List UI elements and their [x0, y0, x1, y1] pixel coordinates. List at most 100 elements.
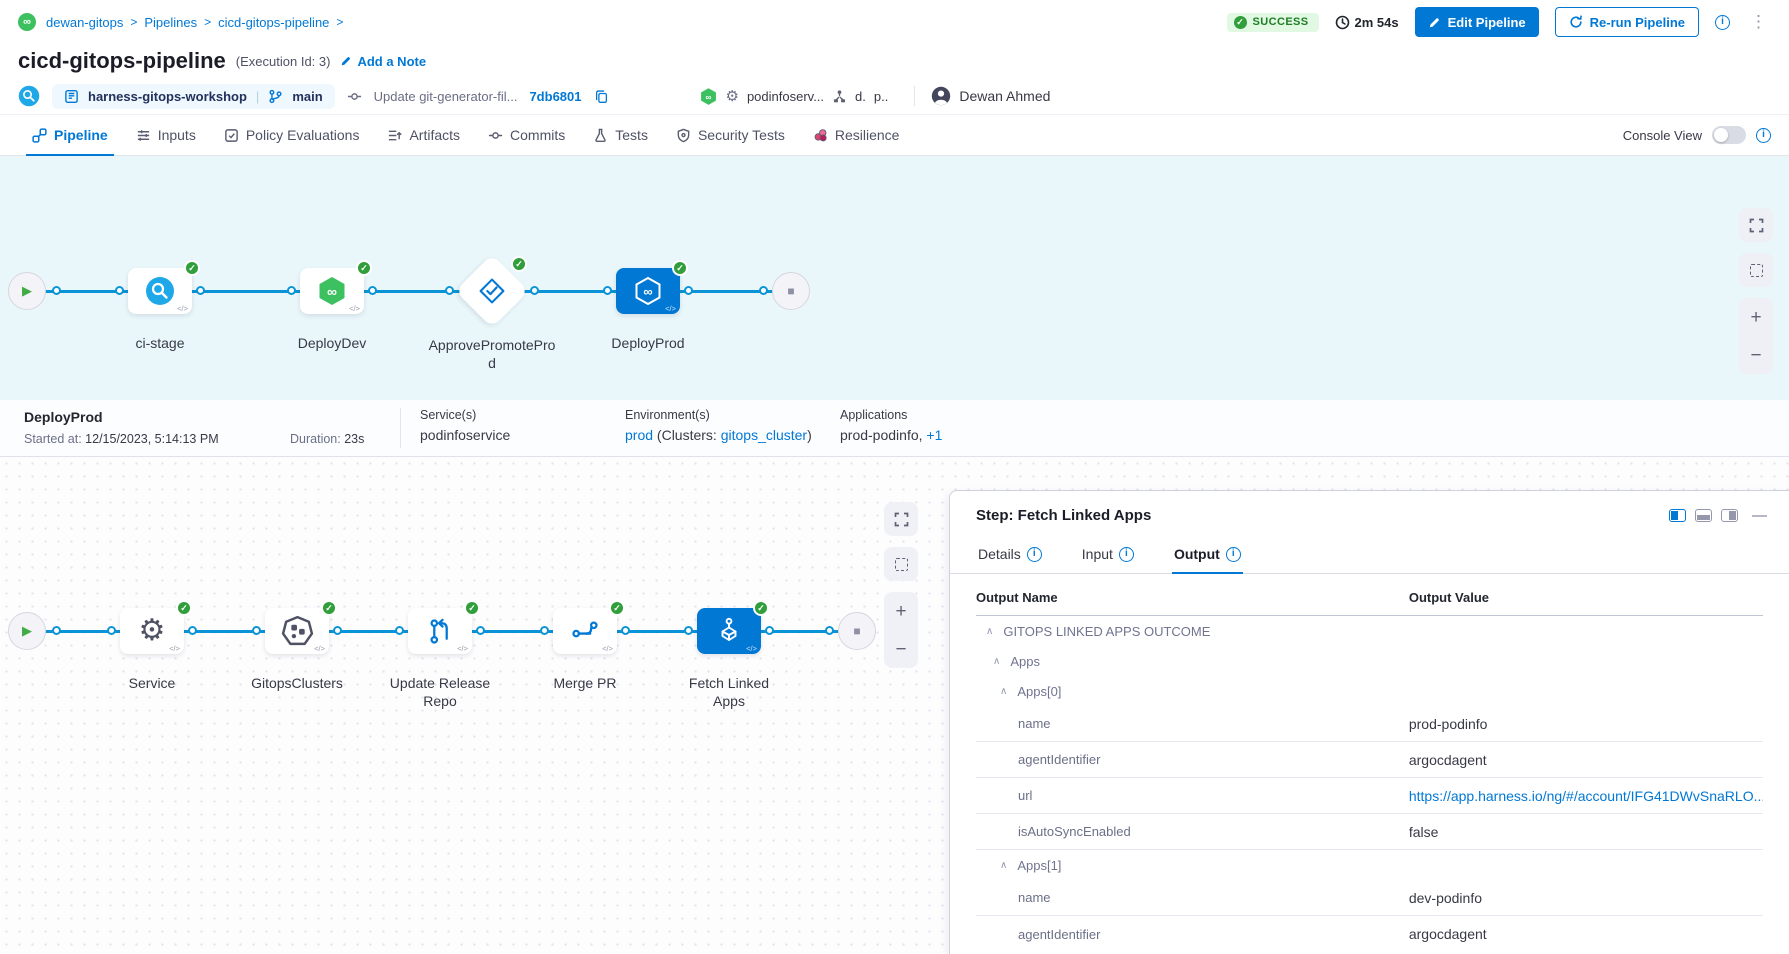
- tab-security-tests[interactable]: Security Tests: [662, 115, 799, 155]
- title-row: cicd-gitops-pipeline (Execution Id: 3) A…: [0, 44, 1789, 78]
- step-node-gitopsclusters[interactable]: </> ✓ GitopsClusters: [251, 600, 343, 691]
- service-gear-icon: ⚙: [725, 88, 739, 105]
- stage-graph-canvas[interactable]: ▶ </> ✓ ci-stage ∞: [0, 156, 1789, 400]
- stage-node-deploydev[interactable]: ∞ </> ✓ DeployDev: [287, 260, 377, 351]
- update-repo-icon: [429, 618, 448, 644]
- step-node-service[interactable]: ⚙ </> ✓ Service: [107, 600, 197, 691]
- branch-name[interactable]: main: [292, 88, 323, 104]
- apps-more-link[interactable]: +1: [926, 427, 943, 443]
- step-node-fetch-linked-apps[interactable]: </> ✓ Fetch Linked Apps: [684, 600, 774, 709]
- started-at: Started at: 12/15/2023, 5:14:13 PM: [24, 432, 219, 446]
- stage-label: DeployDev: [297, 335, 367, 351]
- tab-tests[interactable]: Tests: [579, 115, 662, 155]
- rerun-pipeline-button[interactable]: Re-run Pipeline: [1554, 7, 1699, 37]
- tab-commits[interactable]: Commits: [474, 115, 579, 155]
- code-icon: </>: [602, 644, 613, 653]
- tab-pipeline[interactable]: Pipeline: [18, 115, 122, 156]
- zoom-out-button[interactable]: −: [1750, 344, 1762, 366]
- tab-resilience[interactable]: Resilience: [799, 115, 914, 155]
- ci-icon: [18, 85, 40, 107]
- console-view-info-icon[interactable]: i: [1756, 127, 1771, 143]
- zoom-in-button[interactable]: +: [895, 600, 907, 622]
- output-url-link[interactable]: https://app.harness.io/ng/#/account/IFG4…: [1408, 787, 1763, 804]
- success-check-badge: ✓: [321, 600, 337, 616]
- output-kv-row: name prod-podinfo: [976, 706, 1763, 742]
- code-icon: </>: [665, 304, 676, 313]
- repo-name[interactable]: harness-gitops-workshop: [88, 88, 247, 104]
- breadcrumb-separator: >: [204, 15, 212, 29]
- gitops-agent-icon: ∞: [700, 87, 716, 105]
- input-info-icon[interactable]: i: [1118, 546, 1134, 562]
- status-badge: ✓ SUCCESS: [1226, 12, 1319, 32]
- zoom-out-button[interactable]: −: [895, 638, 907, 660]
- fullscreen-button[interactable]: [884, 502, 918, 536]
- layout-bottom-view-button[interactable]: [1695, 509, 1712, 522]
- graph-edge: [30, 290, 800, 293]
- env-short-2[interactable]: p..: [873, 88, 889, 104]
- service-link[interactable]: podinfoservice: [420, 427, 511, 443]
- tests-flask-icon: [595, 128, 607, 142]
- output-group-row[interactable]: ∧ Apps[0]: [1000, 683, 1062, 699]
- collapse-panel-button[interactable]: —: [1752, 507, 1767, 524]
- avatar-icon: [932, 86, 951, 106]
- output-table: Output Name Output Value ∧ GITOPS LINKED…: [976, 590, 1763, 952]
- details-info-icon[interactable]: i: [1026, 546, 1042, 562]
- output-kv-row: name dev-podinfo: [976, 880, 1763, 916]
- stage-label: DeployProd: [611, 335, 685, 351]
- commit-message[interactable]: Update git-generator-fil...: [373, 88, 518, 104]
- output-info-icon[interactable]: i: [1225, 546, 1241, 562]
- stage-node-ci-stage[interactable]: </> ✓ ci-stage: [115, 260, 205, 351]
- tab-inputs[interactable]: Inputs: [122, 115, 210, 155]
- pencil-icon: [342, 57, 351, 66]
- output-group-row[interactable]: ∧ GITOPS LINKED APPS OUTCOME: [986, 623, 1211, 639]
- fullscreen-button[interactable]: [1739, 208, 1773, 242]
- code-icon: </>: [457, 644, 468, 653]
- selection-button[interactable]: [884, 547, 918, 581]
- breadcrumb-project[interactable]: dewan-gitops: [46, 14, 124, 30]
- clock-icon: [1335, 15, 1349, 29]
- stage-node-approvepromoteprod[interactable]: ✓ ApprovePromoteProd: [429, 252, 555, 371]
- copy-icon[interactable]: [594, 89, 609, 104]
- tab-artifacts[interactable]: Artifacts: [373, 115, 474, 155]
- breadcrumb-pipeline-name[interactable]: cicd-gitops-pipeline: [218, 14, 330, 30]
- edit-pipeline-button[interactable]: Edit Pipeline: [1414, 7, 1539, 37]
- rerun-info-icon[interactable]: i: [1715, 14, 1730, 30]
- add-note-button[interactable]: Add a Note: [340, 54, 426, 69]
- play-icon: ▶: [22, 283, 32, 298]
- output-group-row[interactable]: ∧ Apps[1]: [1000, 857, 1062, 873]
- applications-column: Applications prod-podinfo, +1: [840, 408, 943, 443]
- layout-left-view-button[interactable]: [1669, 509, 1686, 522]
- fullscreen-icon: [1749, 218, 1763, 232]
- cluster-link[interactable]: gitops_cluster: [720, 427, 808, 443]
- step-graph-canvas[interactable]: ▶ ⚙ </> ✓ Service </>: [0, 457, 1789, 954]
- success-check-badge: ✓: [356, 260, 372, 276]
- policy-icon: [225, 128, 238, 142]
- stage-node-deployprod[interactable]: ∞ </> ✓ DeployProd: [603, 260, 693, 351]
- breadcrumb-pipelines[interactable]: Pipelines: [144, 14, 198, 30]
- graph-end-node: ■: [825, 612, 876, 650]
- step-label: Service: [128, 675, 176, 691]
- clusters-icon: [281, 615, 313, 645]
- tab-policy-evaluations[interactable]: Policy Evaluations: [210, 115, 374, 155]
- step-node-update-release-repo[interactable]: </> ✓ Update Release Repo: [390, 600, 490, 709]
- env-short-1[interactable]: d.: [855, 88, 866, 104]
- step-node-merge-pr[interactable]: </> ✓ Merge PR: [540, 600, 630, 691]
- success-check-icon: ✓: [1233, 15, 1247, 29]
- console-view-toggle[interactable]: [1712, 126, 1746, 144]
- zoom-in-button[interactable]: +: [1750, 306, 1762, 328]
- commit-sha-link[interactable]: 7db6801: [529, 88, 582, 104]
- more-options-menu-icon[interactable]: ⋮: [1750, 12, 1767, 31]
- chevron-up-icon: ∧: [1000, 859, 1008, 871]
- stage-label: ci-stage: [135, 335, 185, 351]
- commits-icon: [488, 131, 503, 139]
- selection-button[interactable]: [1739, 253, 1773, 287]
- layout-right-view-button[interactable]: [1721, 509, 1738, 522]
- service-short-name[interactable]: podinfoserv...: [746, 88, 825, 104]
- environment-link[interactable]: prod: [625, 427, 654, 443]
- output-group-row[interactable]: ∧ Apps: [993, 653, 1040, 669]
